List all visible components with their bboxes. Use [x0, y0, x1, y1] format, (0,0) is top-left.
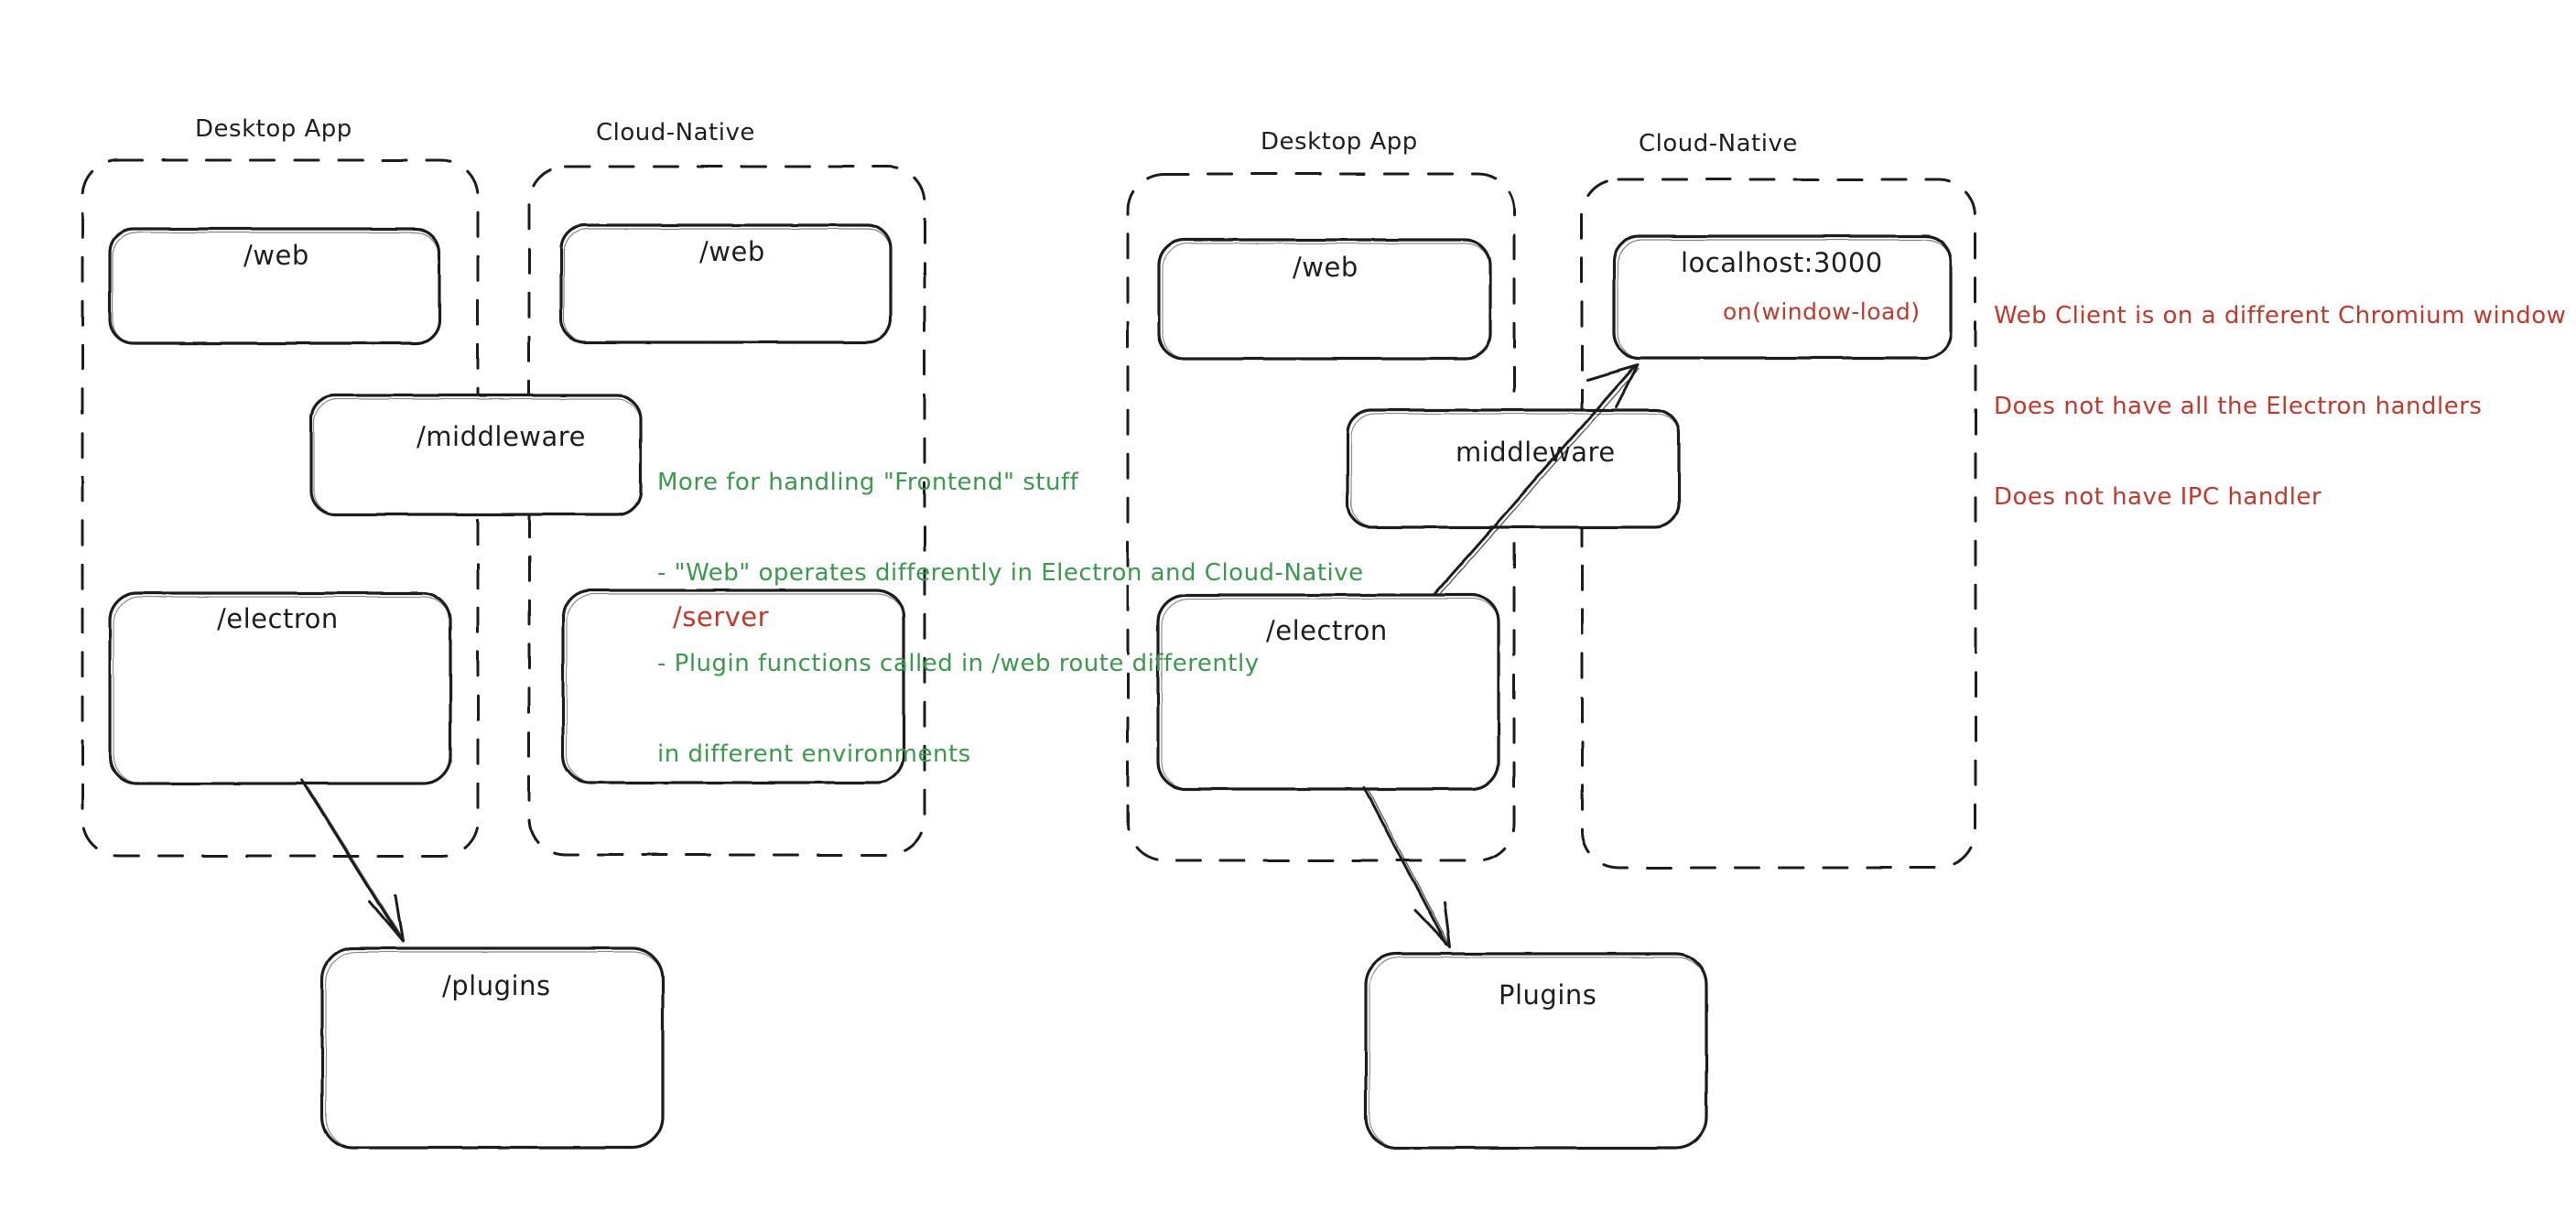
arrow-right-electron-to-plugins — [1362, 785, 1452, 949]
box-label-right-plugins: Plugins — [1499, 979, 1597, 1010]
group-label-left-desktop-app: Desktop App — [195, 115, 352, 143]
box-label-right-localhost: localhost:3000 — [1681, 247, 1883, 278]
box-right-desktop-electron[interactable] — [1156, 593, 1500, 791]
note-red-line-1: Web Client is on a different Chromium wi… — [1994, 302, 2567, 330]
box-label-left-cloud-server: /server — [673, 601, 770, 632]
note-red-line-2: Does not have all the Electron handlers — [1994, 393, 2483, 420]
box-sublabel-right-localhost-window-load: on(window-load) — [1723, 298, 1921, 325]
box-right-plugins[interactable] — [1364, 952, 1708, 1150]
box-label-left-desktop-web: /web — [244, 240, 309, 271]
box-right-middleware[interactable] — [1346, 408, 1681, 529]
box-left-plugins[interactable] — [320, 946, 665, 1150]
box-label-right-desktop-electron: /electron — [1266, 615, 1388, 646]
box-left-middleware[interactable] — [309, 394, 643, 516]
box-left-cloud-web[interactable] — [559, 223, 893, 344]
box-label-left-middleware: /middleware — [417, 421, 586, 452]
group-label-left-cloud-native: Cloud-Native — [596, 119, 755, 146]
note-green-line-1: More for handling "Frontend" stuff — [657, 469, 1079, 496]
box-label-right-middleware: middleware — [1456, 437, 1616, 468]
arrow-right-electron-to-localhost — [1434, 363, 1640, 596]
note-green-line-2: - "Web" operates differently in Electron… — [657, 559, 1364, 587]
box-left-cloud-server[interactable] — [561, 589, 905, 784]
annotation-note-green: More for handling "Frontend" stuff - "We… — [657, 407, 1364, 830]
box-label-right-desktop-web: /web — [1293, 252, 1358, 283]
group-label-right-cloud-native: Cloud-Native — [1639, 130, 1798, 157]
box-right-localhost[interactable] — [1612, 234, 1953, 360]
note-green-line-4: in different environments — [657, 740, 971, 768]
note-green-line-3: - Plugin functions called in /web route … — [657, 650, 1260, 677]
box-left-desktop-electron[interactable] — [108, 591, 452, 785]
box-left-desktop-web[interactable] — [108, 227, 441, 345]
arrow-left-electron-to-plugins — [300, 778, 405, 943]
box-label-left-cloud-web: /web — [699, 236, 765, 267]
box-label-left-plugins: /plugins — [442, 970, 551, 1001]
box-label-left-desktop-electron: /electron — [217, 603, 339, 634]
annotation-note-red: Web Client is on a different Chromium wi… — [1994, 241, 2566, 573]
group-label-right-desktop-app: Desktop App — [1261, 128, 1418, 156]
note-red-line-3: Does not have IPC handler — [1994, 483, 2322, 511]
box-right-desktop-web[interactable] — [1157, 238, 1492, 361]
